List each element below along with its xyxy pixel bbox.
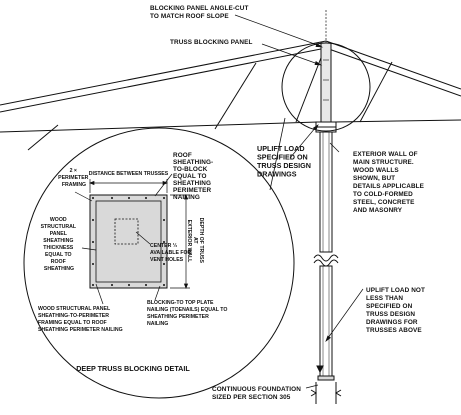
label-center-third: CENTER ⅓ AVAILABLE FOR VENT HOLES — [150, 243, 193, 263]
label-uplift-load: UPLIFT LOAD SPECIFIED ON TRUSS DESIGN DR… — [257, 144, 313, 179]
label-exterior-wall: EXTERIOR WALL OF MAIN STRUCTURE. WOOD WA… — [353, 151, 426, 214]
label-continuous-foundation: CONTINUOUS FOUNDATION SIZED PER SECTION … — [212, 386, 303, 401]
zoom-circle — [281, 42, 371, 132]
detail-leaders — [74, 173, 173, 305]
depth-dimension — [170, 194, 190, 289]
label-distance-between-trusses: DISTANCE BETWEEN TRUSSES — [89, 171, 169, 177]
break-symbol — [313, 254, 339, 267]
svg-text:DEPTH OF TRUSS AT: DEPTH OF TRUSS AT EXTERIOR WALL — [186, 218, 204, 265]
label-blocking-top-plate: BLOCKING-TO TOP PLATE NAILING (TOENAILS)… — [147, 300, 229, 327]
label-blocking-panel-angle: BLOCKING PANEL ANGLE-CUT TO MATCH ROOF S… — [150, 5, 250, 20]
exterior-wall — [319, 131, 333, 377]
label-perimeter-framing: 2 × PERIMETER FRAMING — [58, 168, 90, 188]
roof-truss-left — [0, 40, 327, 151]
label-truss-blocking-panel: TRUSS BLOCKING PANEL — [170, 39, 252, 46]
roof-truss-right — [325, 40, 461, 123]
detail-title: DEEP TRUSS BLOCKING DETAIL — [76, 364, 190, 373]
label-roof-sheathing: ROOF SHEATHING- TO-BLOCK EQUAL TO SHEATH… — [173, 152, 215, 201]
distance-dimension — [89, 179, 168, 193]
detail-leader — [269, 117, 286, 191]
blocking-panel-detail — [89, 194, 168, 289]
label-depth-of-truss: DEPTH OF TRUSS AT EXTERIOR WALL — [186, 218, 204, 265]
truss-blocking-panel — [320, 10, 332, 123]
label-uplift-not-less: UPLIFT LOAD NOT LESS THAN SPECIFIED ON T… — [366, 287, 427, 334]
label-wood-structural-panel: WOOD STRUCTURAL PANEL SHEATHING THICKNES… — [41, 217, 78, 272]
label-wsp-perimeter: WOOD STRUCTURAL PANEL SHEATHING-TO-PERIM… — [38, 306, 123, 333]
detail-circle — [23, 127, 295, 399]
bottom-plate — [316, 365, 335, 381]
main-leaders — [234, 14, 364, 389]
perimeter-nails — [92, 197, 165, 286]
